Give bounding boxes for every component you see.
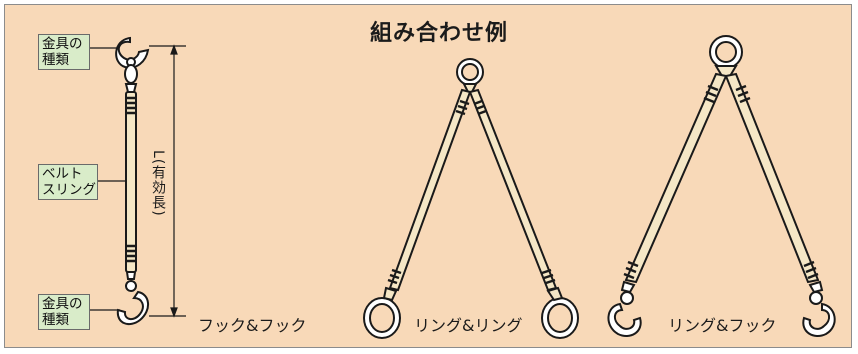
top-fitting-label: 金具の 種類 [38, 34, 90, 70]
caption-ring-ring: リング&リング [414, 316, 523, 335]
bottom-fitting-label-line2: 種類 [42, 312, 69, 328]
ring-hook-stripes [623, 84, 819, 280]
right-hook-icon [802, 280, 836, 337]
left-hook-icon [607, 280, 642, 337]
ring-hook-figure [607, 35, 836, 337]
length-label: L(有効長) [150, 150, 166, 217]
diagram-title: 組み合わせ例 [370, 21, 509, 46]
single-sling-figure [115, 36, 150, 326]
leader-lines [88, 47, 126, 311]
belt-sling-label-line1: ベルト [42, 166, 83, 182]
belt-sling-label-line2: スリング [42, 182, 96, 198]
bottom-fitting-label: 金具の 種類 [38, 294, 90, 330]
ring-ring-stripes [387, 99, 556, 285]
top-hook-icon [115, 36, 150, 93]
top-fitting-label-line1: 金具の [42, 36, 83, 52]
top-fitting-label-line2: 種類 [42, 52, 69, 68]
caption-hook-hook: フック&フック [198, 316, 307, 335]
diagram-panel [4, 4, 852, 348]
belt-stripes-bottom [126, 244, 136, 263]
belt-stripes-top [126, 96, 136, 115]
ring-ring-figure [363, 58, 579, 339]
bottom-hook-icon [116, 271, 149, 326]
bottom-fitting-label-line1: 金具の [42, 296, 83, 312]
length-dimension [149, 44, 186, 318]
belt-sling-label: ベルト スリング [38, 164, 98, 200]
caption-ring-hook: リング&フック [668, 316, 777, 335]
